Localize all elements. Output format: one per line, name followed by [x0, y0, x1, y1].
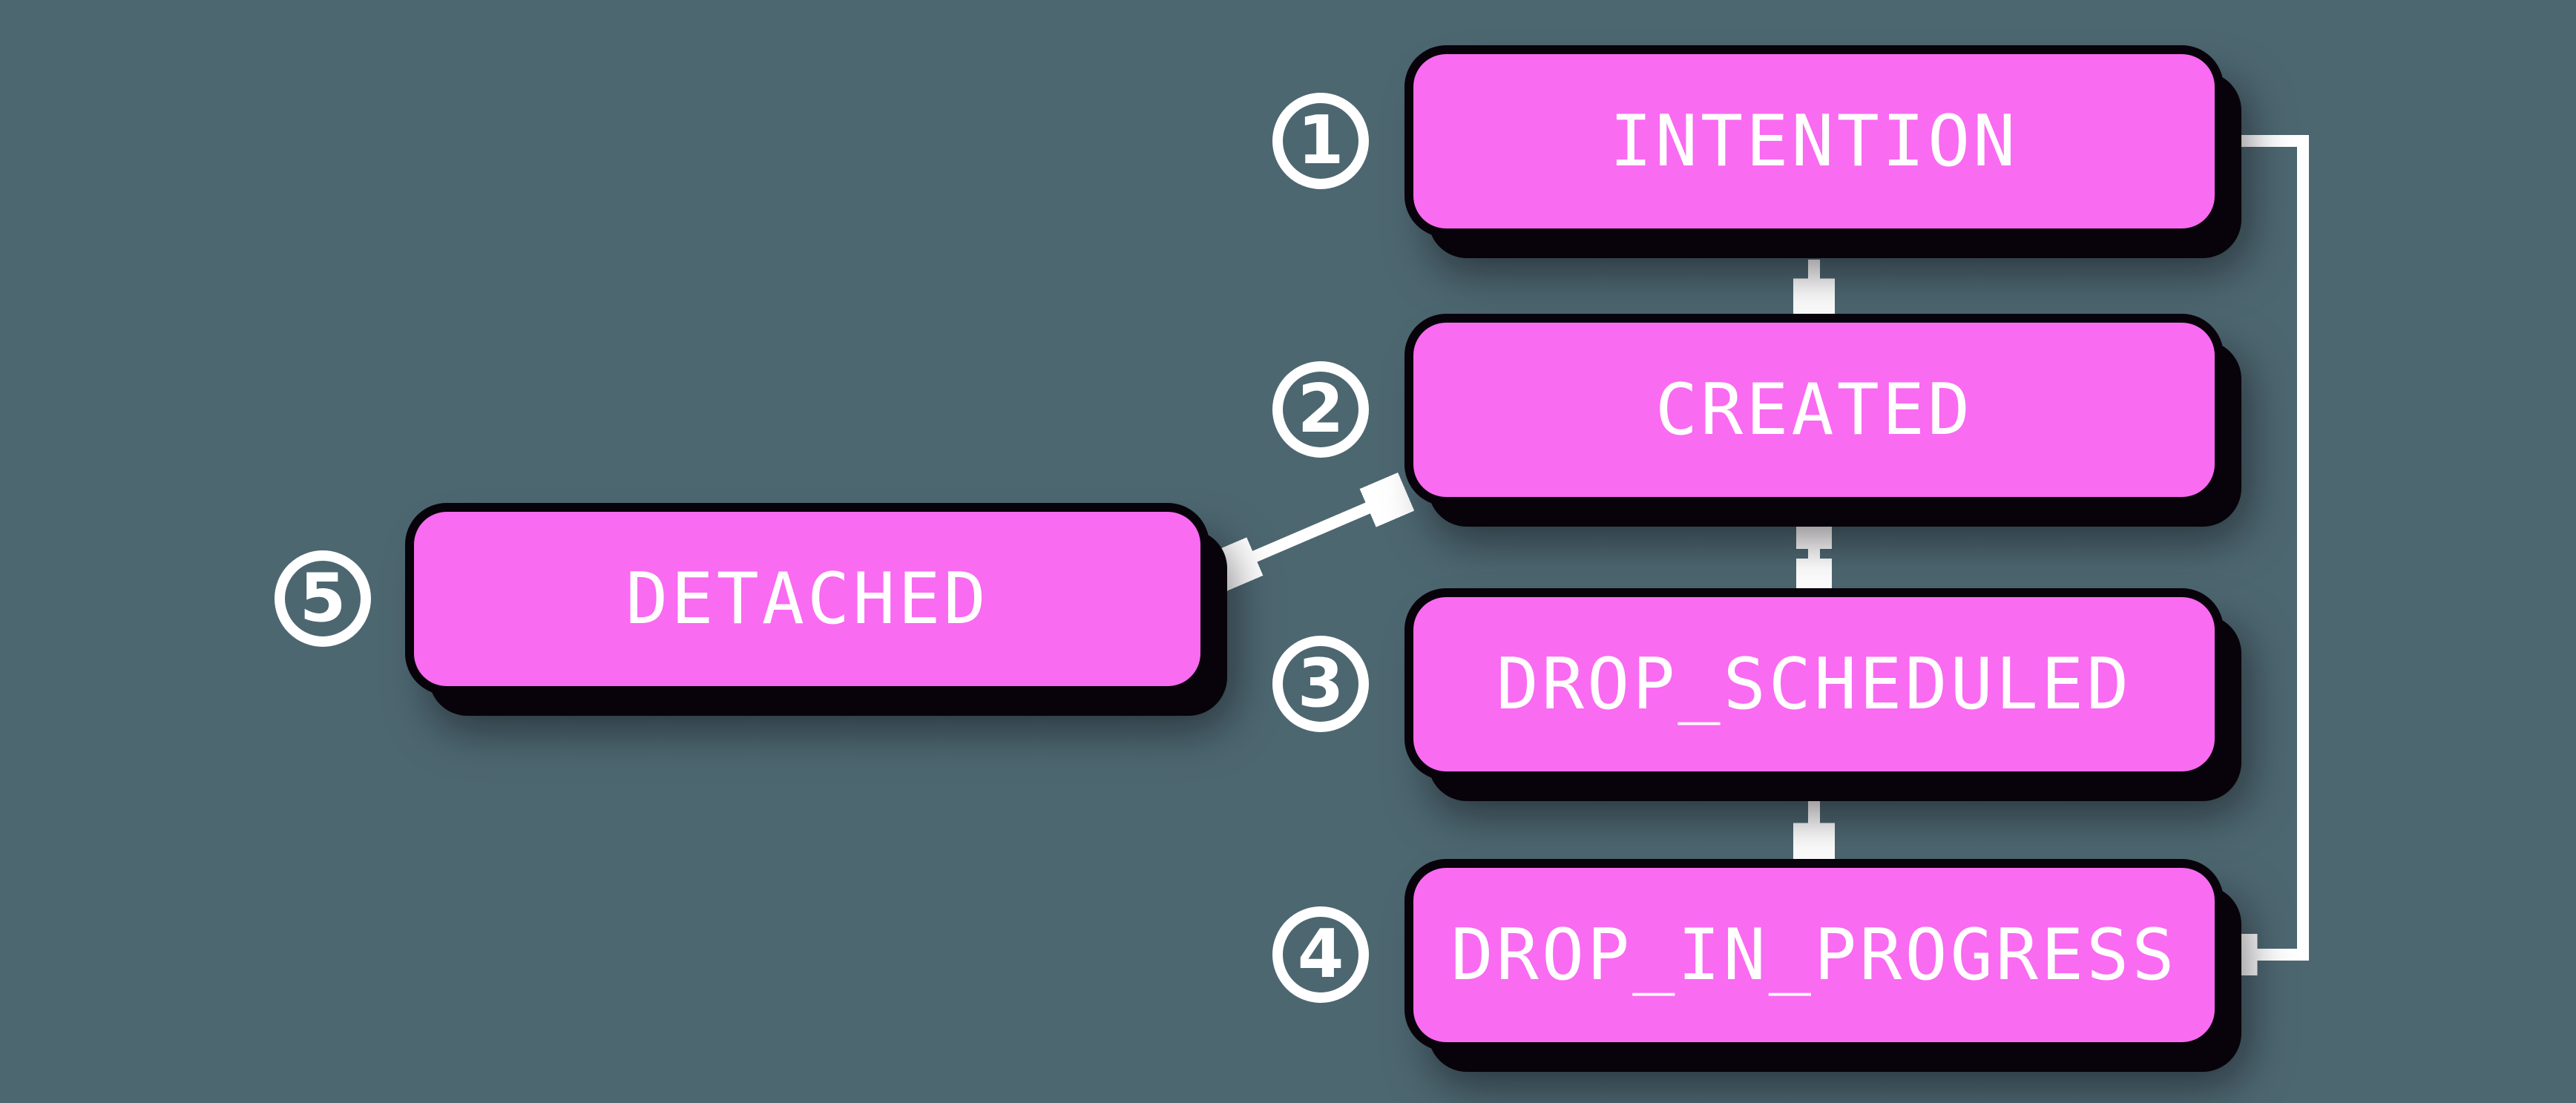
- step-number-3: 3: [1297, 645, 1344, 722]
- step-number-5: 5: [299, 559, 346, 637]
- step-badge-4: 4: [1272, 906, 1369, 1003]
- step-badge-2: 2: [1272, 361, 1369, 458]
- state-box-created: CREATED: [1413, 323, 2215, 497]
- step-number-4: 4: [1297, 915, 1344, 993]
- state-label-created: CREATED: [1655, 369, 1974, 451]
- state-label-drop-scheduled: DROP_SCHEDULED: [1496, 643, 2132, 725]
- state-box-drop-in-progress: DROP_IN_PROGRESS: [1413, 868, 2215, 1042]
- step-number-1: 1: [1297, 102, 1344, 180]
- state-box-detached: DETACHED: [414, 512, 1200, 686]
- state-box-intention: INTENTION: [1413, 54, 2215, 228]
- state-label-drop-in-progress: DROP_IN_PROGRESS: [1450, 914, 2178, 996]
- step-badge-5: 5: [275, 550, 371, 647]
- arrow-intention-loop-to-dropinprogress: [2195, 135, 2309, 955]
- arrow-detached-created-twoway: [1220, 493, 1402, 571]
- step-number-2: 2: [1297, 370, 1344, 448]
- step-badge-3: 3: [1272, 636, 1369, 732]
- state-label-intention: INTENTION: [1609, 100, 2019, 182]
- step-badge-1: 1: [1272, 93, 1369, 189]
- state-label-detached: DETACHED: [625, 558, 989, 640]
- state-box-drop-scheduled: DROP_SCHEDULED: [1413, 597, 2215, 771]
